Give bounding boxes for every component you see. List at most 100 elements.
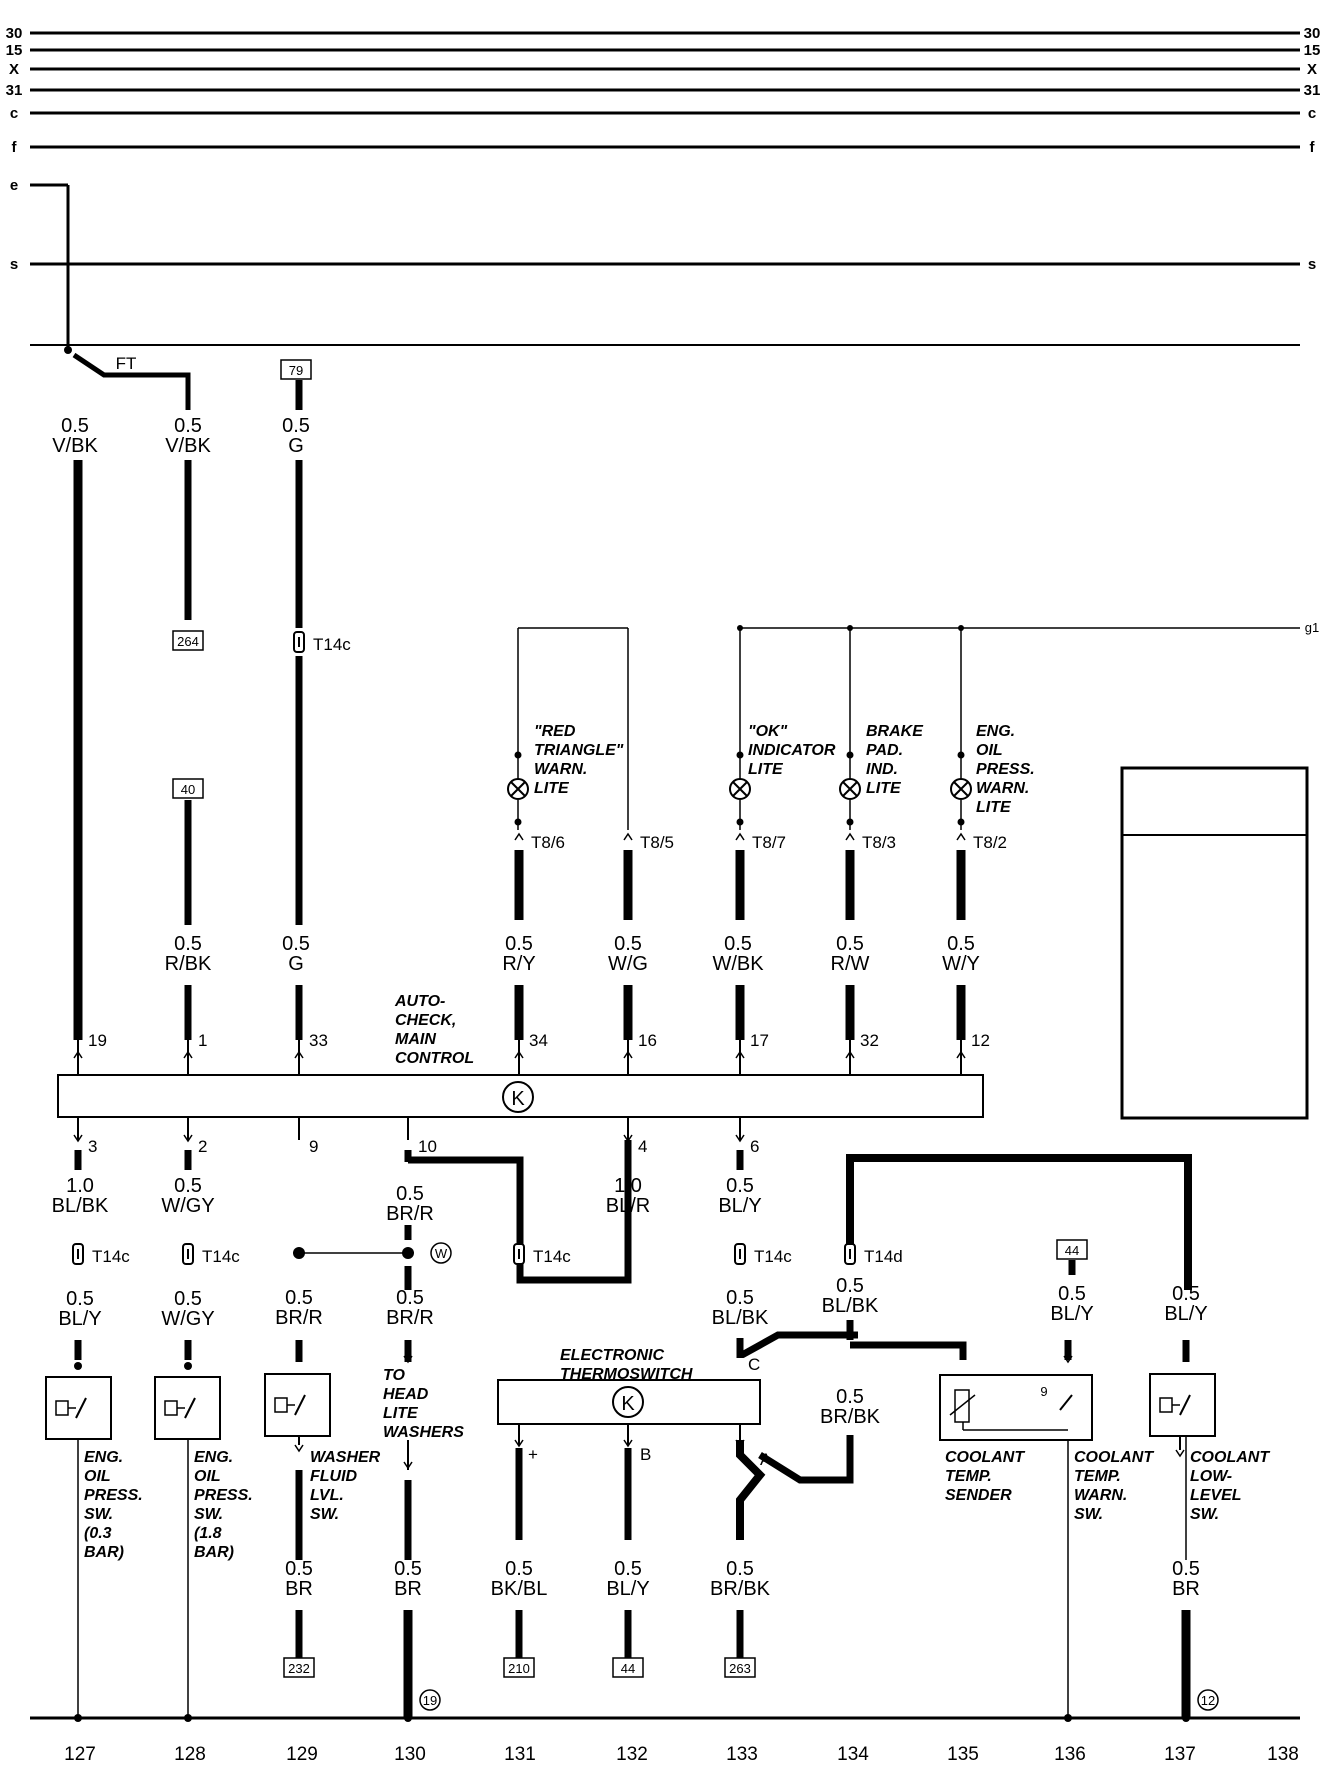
pin-arrow-icon	[735, 1050, 745, 1059]
ref-box-264	[172, 630, 204, 651]
switch-pin-9: 9	[1040, 1384, 1047, 1399]
lamp-terminal-dot	[957, 751, 965, 759]
column-number: 131	[504, 1744, 536, 1765]
pin-arrow-icon	[1063, 1355, 1073, 1364]
bus-label-left: 31	[6, 82, 23, 99]
bus-label-right: s	[1308, 256, 1316, 273]
junction-dot	[737, 625, 743, 631]
lamp-cross	[732, 781, 748, 797]
e-junction-dot	[64, 346, 72, 354]
bus-label-left: f	[12, 139, 18, 156]
lamp-terminal-dot	[846, 751, 854, 759]
junction-dot	[293, 1247, 305, 1259]
k-symbol-label: K	[621, 1393, 635, 1415]
color-code-legend	[1120, 766, 1309, 1120]
thermo-pin-c: C	[748, 1355, 760, 1374]
pin-label: 12	[971, 1031, 990, 1050]
pin-label: 3	[88, 1137, 97, 1156]
ground-junction-dot	[1064, 1714, 1072, 1722]
bus-label-left: s	[10, 256, 18, 273]
switch-blade-icon	[184, 1397, 196, 1419]
pin-label: 16	[638, 1031, 657, 1050]
pin-arrow-icon	[1175, 1449, 1185, 1458]
ref-box-44	[1056, 1239, 1088, 1260]
pin-arrow-icon	[73, 1134, 83, 1143]
g1-label: g1	[1305, 620, 1319, 635]
pin-arrow-icon	[514, 1439, 524, 1448]
terminal-dot	[184, 1362, 192, 1370]
column-number: 132	[616, 1744, 648, 1765]
k-symbol-icon	[502, 1081, 534, 1113]
terminal-dot	[74, 1362, 82, 1370]
pin-arrow-icon	[845, 832, 855, 841]
wire-to-thermo-c	[740, 1331, 858, 1359]
ref-label: 44	[1065, 1243, 1079, 1258]
switch-blade-icon	[1179, 1394, 1191, 1416]
switch-blade-icon	[75, 1397, 87, 1419]
ref-box-44	[612, 1657, 644, 1678]
pin-arrow-icon	[514, 1050, 524, 1059]
ref-box-79	[280, 359, 312, 380]
sensor-icon	[164, 1400, 178, 1416]
bus-label-left: 15	[6, 42, 23, 59]
wire-bl-bk-loop	[846, 1154, 1192, 1290]
lamp-cross	[953, 781, 969, 797]
junction-dot	[847, 625, 853, 631]
pin-arrow-icon	[956, 1050, 966, 1059]
ref-box-210	[503, 1657, 535, 1678]
ref-label: 210	[508, 1661, 530, 1676]
pin-arrow-icon	[623, 1439, 633, 1448]
legend-box	[1120, 766, 1309, 1120]
thermo-pin-b: B	[640, 1445, 651, 1464]
thermo-pin-plus: +	[528, 1445, 538, 1464]
ground-junction-dot	[184, 1714, 192, 1722]
bus-label-right: c	[1308, 105, 1316, 122]
pin-label: 34	[529, 1031, 548, 1050]
connector-label: T8/3	[862, 833, 896, 852]
bus-label-right: f	[1310, 139, 1316, 156]
ref-label: 264	[177, 634, 199, 649]
pin-arrow-icon	[623, 832, 633, 841]
sensor-icon	[274, 1397, 288, 1413]
bus-label-left: c	[10, 105, 18, 122]
pin-label: 1	[198, 1031, 207, 1050]
connector-label: T8/5	[640, 833, 674, 852]
pin-label: 33	[309, 1031, 328, 1050]
ground-junction-dot	[1182, 1714, 1190, 1722]
connector-label: T8/6	[531, 833, 565, 852]
pin-arrow-icon	[73, 1050, 83, 1059]
thermistor-arrow	[949, 1394, 976, 1416]
ground-junction-dot	[404, 1714, 412, 1722]
bus-label-right: 30	[1304, 25, 1321, 42]
ref-label: 79	[289, 363, 303, 378]
connector-label: T14d	[864, 1247, 903, 1266]
pin-label: 9	[309, 1137, 318, 1156]
